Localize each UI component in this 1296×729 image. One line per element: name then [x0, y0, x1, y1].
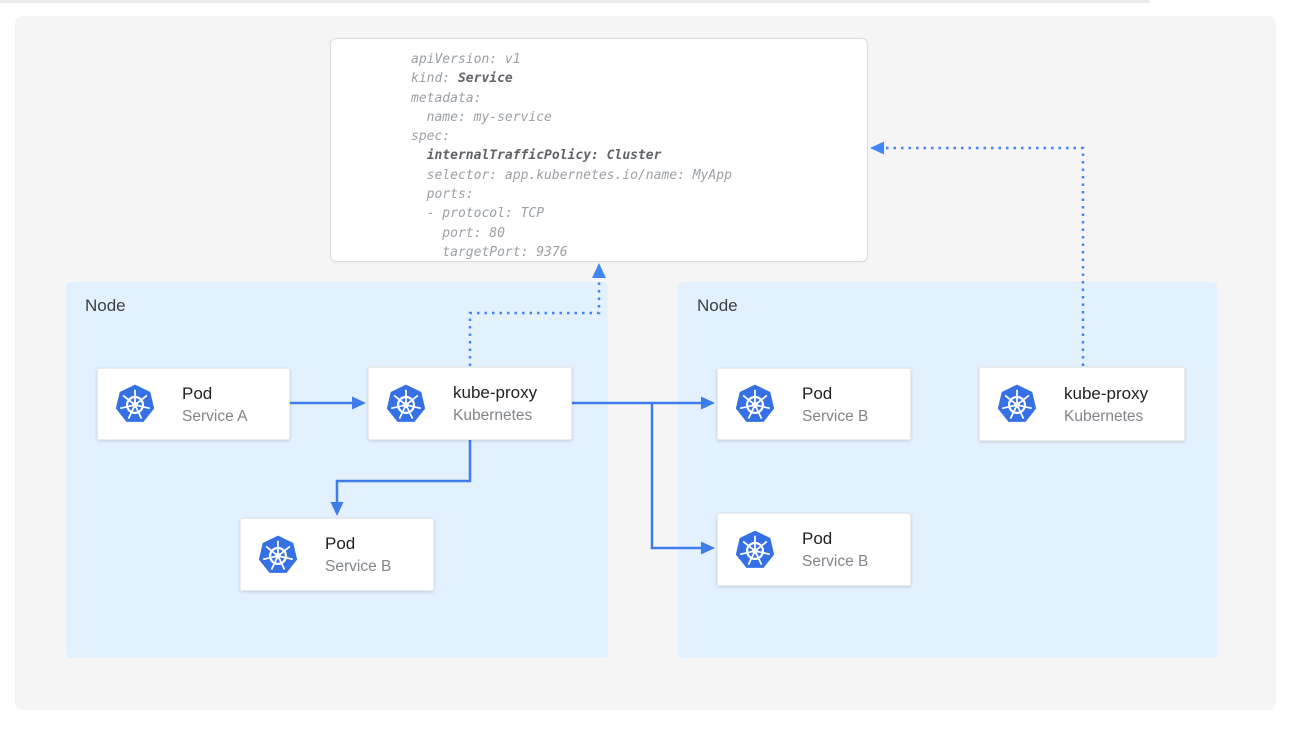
- card-subtitle: Kubernetes: [453, 407, 533, 424]
- node-left-label: Node: [85, 296, 126, 315]
- card-pod-service-b-right-bottom: Pod Service B: [717, 513, 911, 586]
- card-title: Pod: [182, 383, 213, 403]
- card-title: kube-proxy: [453, 383, 538, 402]
- card-subtitle: Service B: [802, 407, 869, 425]
- card-subtitle: Service B: [802, 553, 869, 570]
- node-left: Node: [66, 282, 608, 658]
- kubernetes-icon: [385, 383, 427, 425]
- card-subtitle: Kubernetes: [1064, 407, 1144, 425]
- card-kube-proxy-left: kube-proxy Kubernetes: [368, 367, 572, 440]
- kubernetes-icon: [734, 529, 776, 571]
- kubernetes-icon: [996, 383, 1038, 425]
- card-kube-proxy-right: kube-proxy Kubernetes: [979, 367, 1185, 441]
- node-right-label: Node: [697, 296, 738, 315]
- card-subtitle: Service A: [182, 407, 248, 425]
- card-pod-service-b-right-top: Pod Service B: [717, 368, 911, 440]
- kubernetes-icon: [734, 383, 776, 425]
- card-pod-service-a: Pod Service A: [97, 368, 290, 440]
- card-pod-service-b-left: Pod Service B: [240, 518, 434, 591]
- node-right: Node: [678, 282, 1217, 658]
- card-subtitle: Service B: [325, 558, 392, 575]
- card-title: Pod: [325, 534, 356, 553]
- kubernetes-icon: [114, 383, 156, 425]
- top-divider: [0, 0, 1150, 3]
- card-title: kube-proxy: [1064, 383, 1149, 403]
- kubernetes-icon: [257, 534, 299, 576]
- card-title: Pod: [802, 529, 833, 548]
- card-title: Pod: [802, 383, 833, 403]
